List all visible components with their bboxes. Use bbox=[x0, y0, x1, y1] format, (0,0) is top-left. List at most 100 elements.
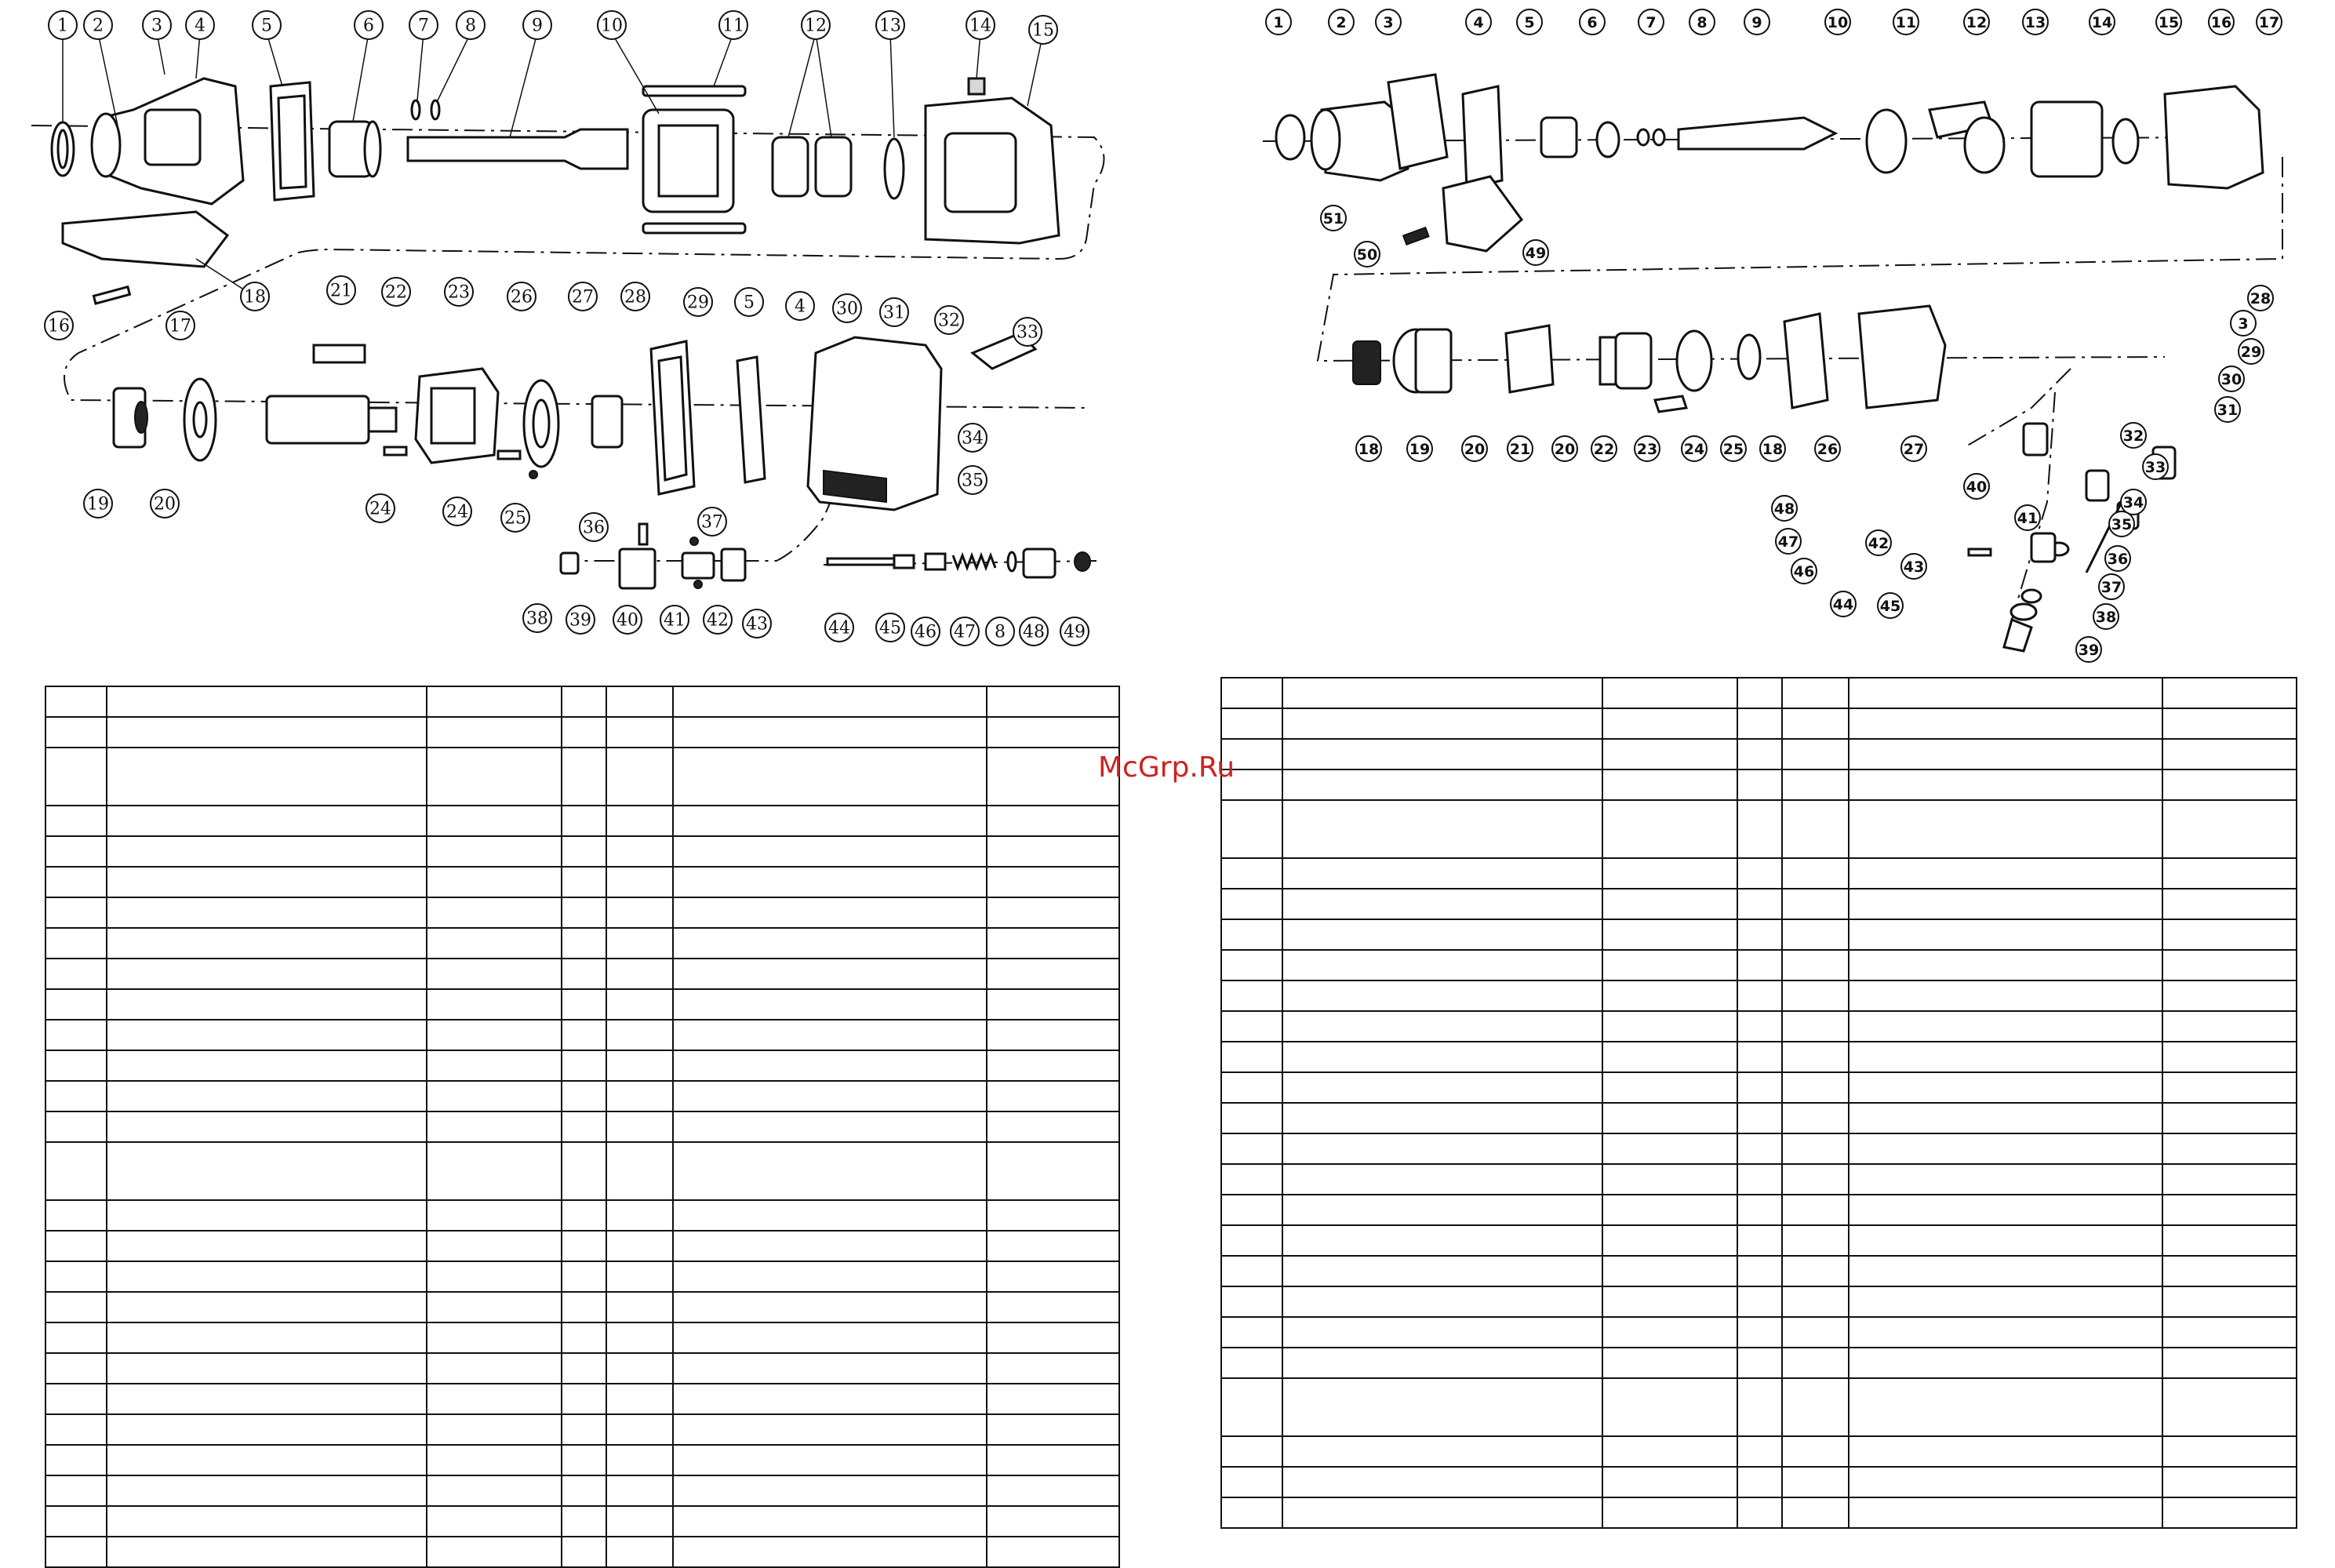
table-row bbox=[1220, 677, 2297, 709]
table-cell bbox=[986, 958, 1120, 990]
callout-10: 10 bbox=[1824, 9, 1851, 35]
callout-number: 29 bbox=[687, 293, 709, 313]
rear-housing-part bbox=[806, 336, 943, 511]
table-cell bbox=[1781, 857, 1849, 890]
table-cell bbox=[986, 1322, 1120, 1354]
table-cell bbox=[1602, 857, 1738, 890]
table-cell bbox=[986, 1141, 1120, 1201]
callout-number: 20 bbox=[1555, 441, 1575, 458]
callout-3: 3 bbox=[142, 10, 172, 40]
callout-9: 9 bbox=[1744, 9, 1770, 35]
table-row bbox=[1220, 857, 2297, 890]
callout-11: 11 bbox=[718, 10, 748, 40]
table-cell bbox=[561, 866, 607, 898]
callout-41: 41 bbox=[2014, 504, 2041, 531]
table-cell bbox=[1220, 738, 1283, 770]
table-cell bbox=[45, 897, 107, 929]
callout-8: 8 bbox=[985, 617, 1015, 646]
callout-number: 3 bbox=[151, 16, 162, 36]
table-cell bbox=[1602, 980, 1738, 1012]
table-cell bbox=[986, 686, 1120, 718]
table-cell bbox=[1282, 857, 1603, 890]
table-cell bbox=[2162, 1163, 2297, 1195]
table-row bbox=[1220, 1224, 2297, 1257]
table-cell bbox=[561, 927, 607, 959]
table-row bbox=[45, 1141, 1120, 1201]
table-cell bbox=[561, 1383, 607, 1415]
callout-48: 48 bbox=[1771, 495, 1798, 522]
table-cell bbox=[1781, 1286, 1849, 1318]
callout-number: 23 bbox=[448, 283, 470, 303]
table-cell bbox=[561, 1080, 607, 1112]
callout-7: 7 bbox=[1638, 9, 1664, 35]
table-cell bbox=[1848, 1133, 2163, 1165]
callout-number: 22 bbox=[385, 283, 407, 303]
callout-number: 47 bbox=[1778, 533, 1799, 551]
callout-2: 2 bbox=[1328, 9, 1355, 35]
table-cell bbox=[106, 1141, 427, 1201]
callout-number: 34 bbox=[2123, 494, 2144, 511]
table-row bbox=[45, 988, 1120, 1020]
table-cell bbox=[426, 866, 562, 898]
table-cell bbox=[561, 1505, 607, 1537]
table-cell bbox=[1781, 1102, 1849, 1134]
table-row bbox=[45, 1383, 1120, 1415]
callout-number: 33 bbox=[1017, 323, 1038, 343]
callout-1: 1 bbox=[1265, 9, 1292, 35]
callout-number: 25 bbox=[504, 509, 526, 529]
table-cell bbox=[45, 1199, 107, 1231]
table-cell bbox=[426, 1383, 562, 1415]
table-cell bbox=[1282, 1071, 1603, 1104]
table-cell bbox=[2162, 769, 2297, 801]
table-cell bbox=[672, 1505, 987, 1537]
callout-4: 4 bbox=[185, 10, 215, 40]
valve-parts bbox=[559, 522, 747, 590]
callout-31: 31 bbox=[879, 297, 909, 327]
callout-34: 34 bbox=[2120, 489, 2147, 515]
callout-number: 6 bbox=[363, 16, 374, 36]
callout-28: 28 bbox=[2247, 285, 2274, 311]
table-cell bbox=[106, 1444, 427, 1476]
callout-number: 5 bbox=[1524, 14, 1534, 31]
callout-number: 42 bbox=[1868, 535, 1889, 552]
table-cell bbox=[1602, 1194, 1738, 1226]
table-cell bbox=[1602, 677, 1738, 709]
callout-number: 28 bbox=[624, 288, 646, 307]
table-cell bbox=[1848, 1041, 2163, 1073]
right-valve-axis bbox=[2011, 391, 2056, 620]
table-cell bbox=[672, 1322, 987, 1354]
table-cell bbox=[1282, 1466, 1603, 1498]
callout-number: 31 bbox=[883, 304, 905, 323]
table-cell bbox=[986, 1291, 1120, 1323]
rear-gasket-part bbox=[649, 340, 696, 496]
table-cell bbox=[2162, 857, 2297, 890]
table-cell bbox=[606, 1536, 674, 1568]
table-cell bbox=[1282, 799, 1603, 859]
table-cell bbox=[426, 1475, 562, 1507]
callout-15: 15 bbox=[2155, 9, 2182, 35]
bushing-part bbox=[328, 120, 382, 178]
table-cell bbox=[1220, 1102, 1283, 1134]
anvil-shaft-part bbox=[406, 128, 629, 170]
callout-number: 20 bbox=[154, 495, 176, 515]
table-row bbox=[45, 1505, 1120, 1537]
callout-number: 27 bbox=[1904, 441, 1924, 458]
table-row bbox=[45, 1261, 1120, 1293]
table-cell bbox=[45, 805, 107, 837]
callout-number: 15 bbox=[2159, 14, 2179, 31]
table-cell bbox=[1282, 1133, 1603, 1165]
callout-number: 12 bbox=[1966, 14, 1987, 31]
table-cell bbox=[1848, 1255, 2163, 1287]
table-cell bbox=[1602, 1255, 1738, 1287]
table-cell bbox=[106, 686, 427, 718]
table-cell bbox=[561, 1141, 607, 1201]
table-row bbox=[1220, 1102, 2297, 1134]
table-cell bbox=[1737, 888, 1783, 920]
table-cell bbox=[606, 897, 674, 929]
callout-number: 46 bbox=[1794, 563, 1814, 580]
callout-number: 46 bbox=[915, 623, 937, 642]
table-cell bbox=[1781, 1163, 1849, 1195]
table-cell bbox=[1220, 1255, 1283, 1287]
table-row bbox=[1220, 1163, 2297, 1195]
table-row bbox=[1220, 1435, 2297, 1468]
